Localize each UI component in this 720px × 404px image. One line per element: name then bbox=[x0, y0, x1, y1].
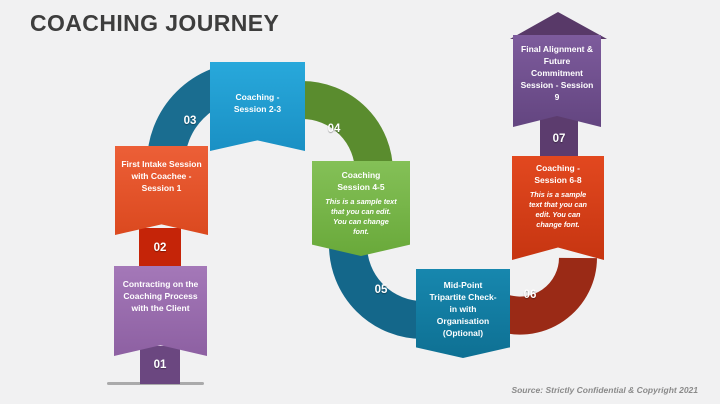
step-number-tab-07: 07 bbox=[540, 116, 578, 162]
banner-text: Coaching Session 4-5 bbox=[337, 170, 385, 192]
arc-step-04 bbox=[301, 81, 393, 173]
banner-coaching-session-6-8: Coaching - Session 6-8 This is a sample … bbox=[512, 156, 604, 260]
step-number-02: 02 bbox=[153, 242, 167, 254]
banner-text: Final Alignment & Future Commitment Sess… bbox=[520, 44, 594, 102]
step-number-tab-02: 02 bbox=[139, 228, 181, 268]
banner-contracting: Contracting on the Coaching Process with… bbox=[114, 266, 207, 356]
banner-text: Mid-Point Tripartite Check-in with Organ… bbox=[429, 280, 497, 338]
step-number-03: 03 bbox=[183, 115, 197, 127]
step-number-01: 01 bbox=[153, 359, 167, 371]
banner-final-alignment: Final Alignment & Future Commitment Sess… bbox=[513, 35, 601, 127]
banner-sample-text: This is a sample text that you can edit.… bbox=[529, 189, 587, 230]
final-arrowhead-icon bbox=[510, 12, 607, 39]
banner-coaching-session-4-5: Coaching Session 4-5 This is a sample te… bbox=[312, 161, 410, 256]
banner-text: Coaching - Session 2-3 bbox=[233, 92, 282, 114]
banner-text: Coaching - Session 6-8 bbox=[534, 163, 582, 185]
step-number-04: 04 bbox=[327, 123, 341, 135]
arc-step-05 bbox=[329, 244, 424, 339]
banner-text: First Intake Session with Coachee - Sess… bbox=[121, 159, 202, 193]
slide-title: COACHING JOURNEY bbox=[30, 10, 280, 36]
step-number-07: 07 bbox=[552, 133, 566, 145]
banner-first-intake: First Intake Session with Coachee - Sess… bbox=[115, 146, 208, 235]
arc-step-06 bbox=[493, 256, 597, 335]
banner-coaching-session-2-3: Coaching - Session 2-3 bbox=[210, 62, 305, 151]
banner-mid-point-checkin: Mid-Point Tripartite Check-in with Organ… bbox=[416, 269, 510, 358]
source-credit: Source: Strictly Confidential & Copyrigh… bbox=[511, 385, 698, 395]
banner-sample-text: This is a sample text that you can edit.… bbox=[325, 196, 397, 237]
step-number-06: 06 bbox=[523, 289, 537, 301]
step-number-05: 05 bbox=[374, 284, 388, 296]
step-number-tab-01: 01 bbox=[140, 346, 180, 384]
banner-text: Contracting on the Coaching Process with… bbox=[122, 279, 199, 313]
